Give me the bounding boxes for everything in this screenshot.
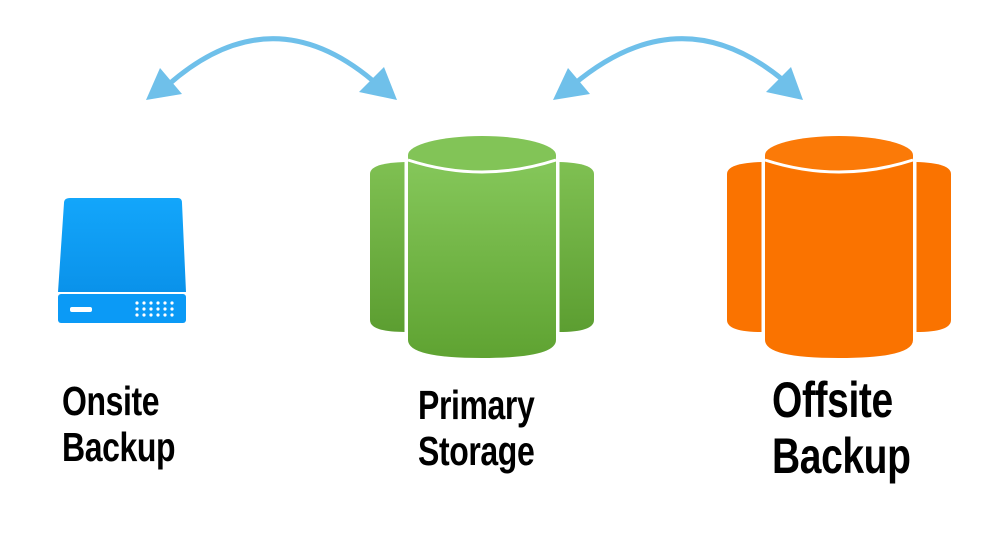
cylinder-back-right [559,162,594,332]
hard-drive-icon [58,198,186,323]
primary-storage-label: Primary Storage [418,382,535,474]
cylinder-main-body [408,155,556,358]
cylinder-main-top [765,136,913,174]
offsite-backup-label-line1: Offsite [772,372,893,428]
arrow-head-right [766,67,803,100]
arrow-left-curve [165,36,375,88]
cylinder-back-right [916,162,951,332]
arrow-right-curve [570,36,786,88]
onsite-backup-label-line1: Onsite [62,378,160,424]
hard-drive-base [58,294,186,323]
arrow-head-left [553,68,590,100]
double-headed-arrow-icon [146,36,397,100]
double-headed-arrow-icon [553,36,803,100]
hard-drive-slot [70,307,92,312]
offsite-backup-label: Offsite Backup [772,372,911,484]
cylinder-main-top [408,136,556,174]
cylinder-back-left [727,162,762,332]
primary-storage-label-line2: Storage [418,428,535,474]
database-cylinders-icon [727,136,951,358]
offsite-backup-label-line2: Backup [772,428,911,484]
arrow-head-left [146,68,182,100]
hard-drive-vent-dots [135,301,174,317]
primary-storage-label-line1: Primary [418,382,535,428]
onsite-backup-label-line2: Backup [62,424,176,470]
hard-drive-body [58,198,186,292]
cylinder-main-body [765,155,913,358]
cylinder-back-left [370,162,405,332]
arrow-head-right [359,67,397,100]
onsite-backup-label: Onsite Backup [62,378,176,470]
database-cylinders-icon [370,136,594,358]
